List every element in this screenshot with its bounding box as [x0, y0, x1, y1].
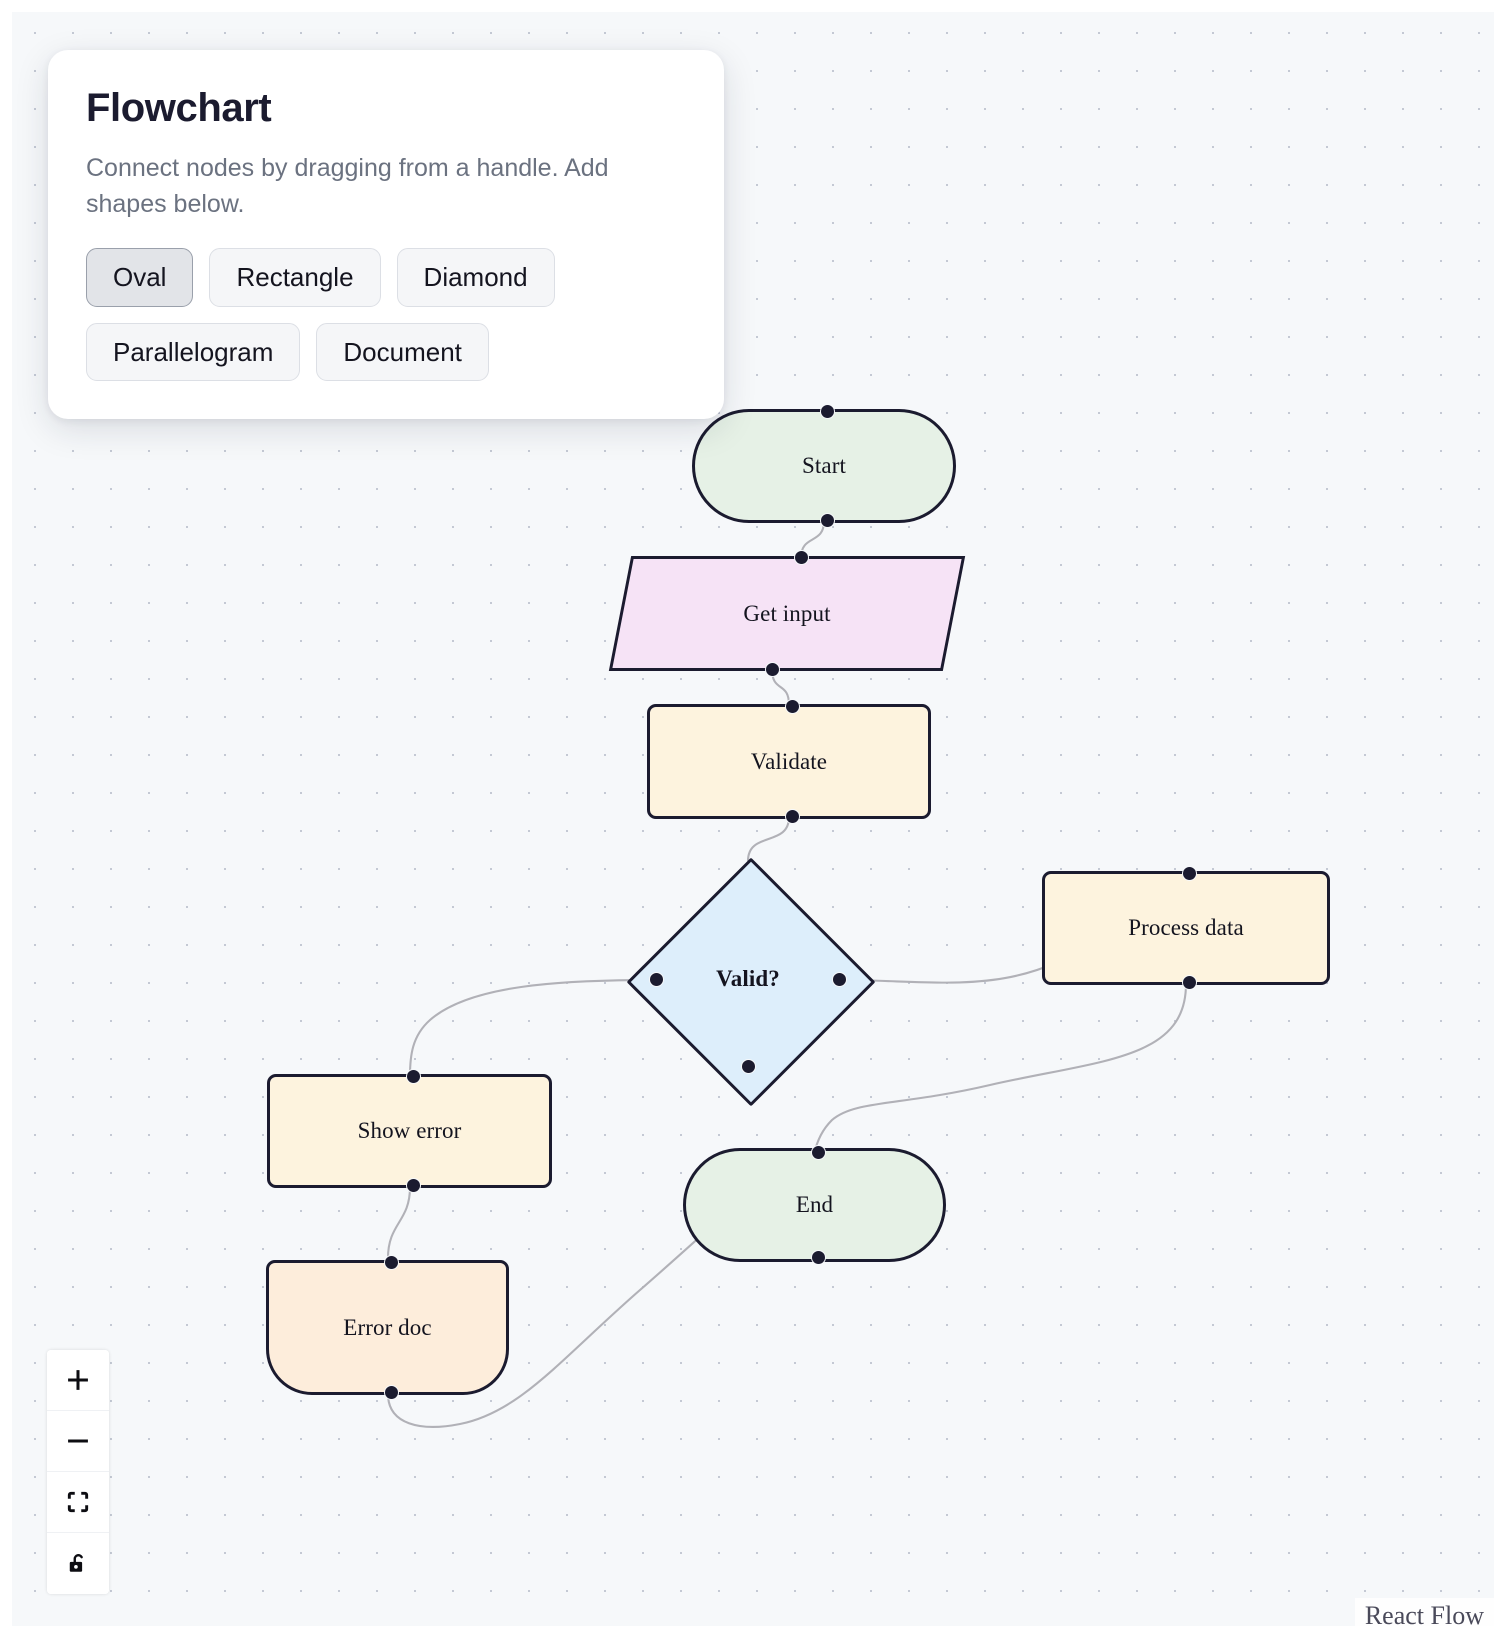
node-error-doc[interactable]: Error doc — [266, 1255, 509, 1400]
handle-end-top[interactable] — [811, 1145, 826, 1160]
minus-icon — [64, 1427, 92, 1455]
add-document-button[interactable]: Document — [316, 322, 489, 382]
handle-error-doc-bottom[interactable] — [384, 1385, 399, 1400]
parallelogram-shape — [608, 556, 966, 671]
toggle-interactivity-button[interactable] — [47, 1533, 109, 1594]
handle-error-doc-top[interactable] — [384, 1255, 399, 1270]
panel-description: Connect nodes by dragging from a handle.… — [86, 154, 609, 218]
handle-get-input-top[interactable] — [794, 550, 809, 565]
handle-validate-top[interactable] — [785, 699, 800, 714]
handle-valid-right[interactable] — [832, 972, 847, 987]
handle-start-top[interactable] — [820, 404, 835, 419]
handle-start-bottom[interactable] — [820, 513, 835, 528]
attribution-label[interactable]: React Flow — [1354, 1598, 1494, 1626]
node-valid-decision[interactable]: Valid? — [626, 857, 876, 1107]
node-show-error[interactable]: Show error — [267, 1069, 552, 1193]
node-start-label: Start — [802, 453, 846, 479]
add-rectangle-button[interactable]: Rectangle — [209, 248, 381, 307]
node-show-error-label: Show error — [357, 1118, 462, 1144]
node-end-label: End — [795, 1192, 834, 1218]
node-validate-label: Validate — [750, 748, 828, 774]
unlock-icon — [65, 1551, 91, 1577]
node-error-doc-label: Error doc — [343, 1314, 432, 1340]
handle-validate-bottom[interactable] — [785, 809, 800, 824]
shape-panel: Flowchart Connect nodes by dragging from… — [48, 50, 724, 420]
shape-button-group: Oval Rectangle Diamond Parallelogram Doc… — [86, 248, 686, 382]
handle-valid-bottom[interactable] — [741, 1059, 756, 1074]
node-process-data-label: Process data — [1128, 915, 1244, 941]
zoom-in-button[interactable] — [47, 1350, 109, 1411]
handle-show-error-bottom[interactable] — [406, 1178, 421, 1193]
add-parallelogram-button[interactable]: Parallelogram — [86, 322, 301, 382]
handle-get-input-bottom[interactable] — [765, 662, 780, 677]
node-end[interactable]: End — [683, 1145, 946, 1265]
zoom-out-button[interactable] — [47, 1411, 109, 1472]
add-oval-button[interactable]: Oval — [86, 248, 194, 307]
handle-show-error-top[interactable] — [406, 1069, 421, 1084]
fit-view-icon — [65, 1489, 91, 1515]
handle-process-data-top[interactable] — [1182, 866, 1197, 881]
handle-end-bottom[interactable] — [811, 1250, 826, 1265]
node-process-data[interactable]: Process data — [1042, 866, 1330, 990]
handle-valid-left[interactable] — [649, 972, 664, 987]
node-get-input[interactable]: Get input — [608, 550, 966, 677]
page-title: Flowchart — [86, 86, 272, 130]
node-validate[interactable]: Validate — [647, 699, 931, 824]
add-diamond-button[interactable]: Diamond — [396, 248, 555, 307]
plus-icon — [64, 1366, 92, 1394]
node-start[interactable]: Start — [692, 404, 956, 528]
fit-view-button[interactable] — [47, 1472, 109, 1533]
handle-process-data-bottom[interactable] — [1182, 975, 1197, 990]
canvas-controls — [47, 1350, 109, 1594]
